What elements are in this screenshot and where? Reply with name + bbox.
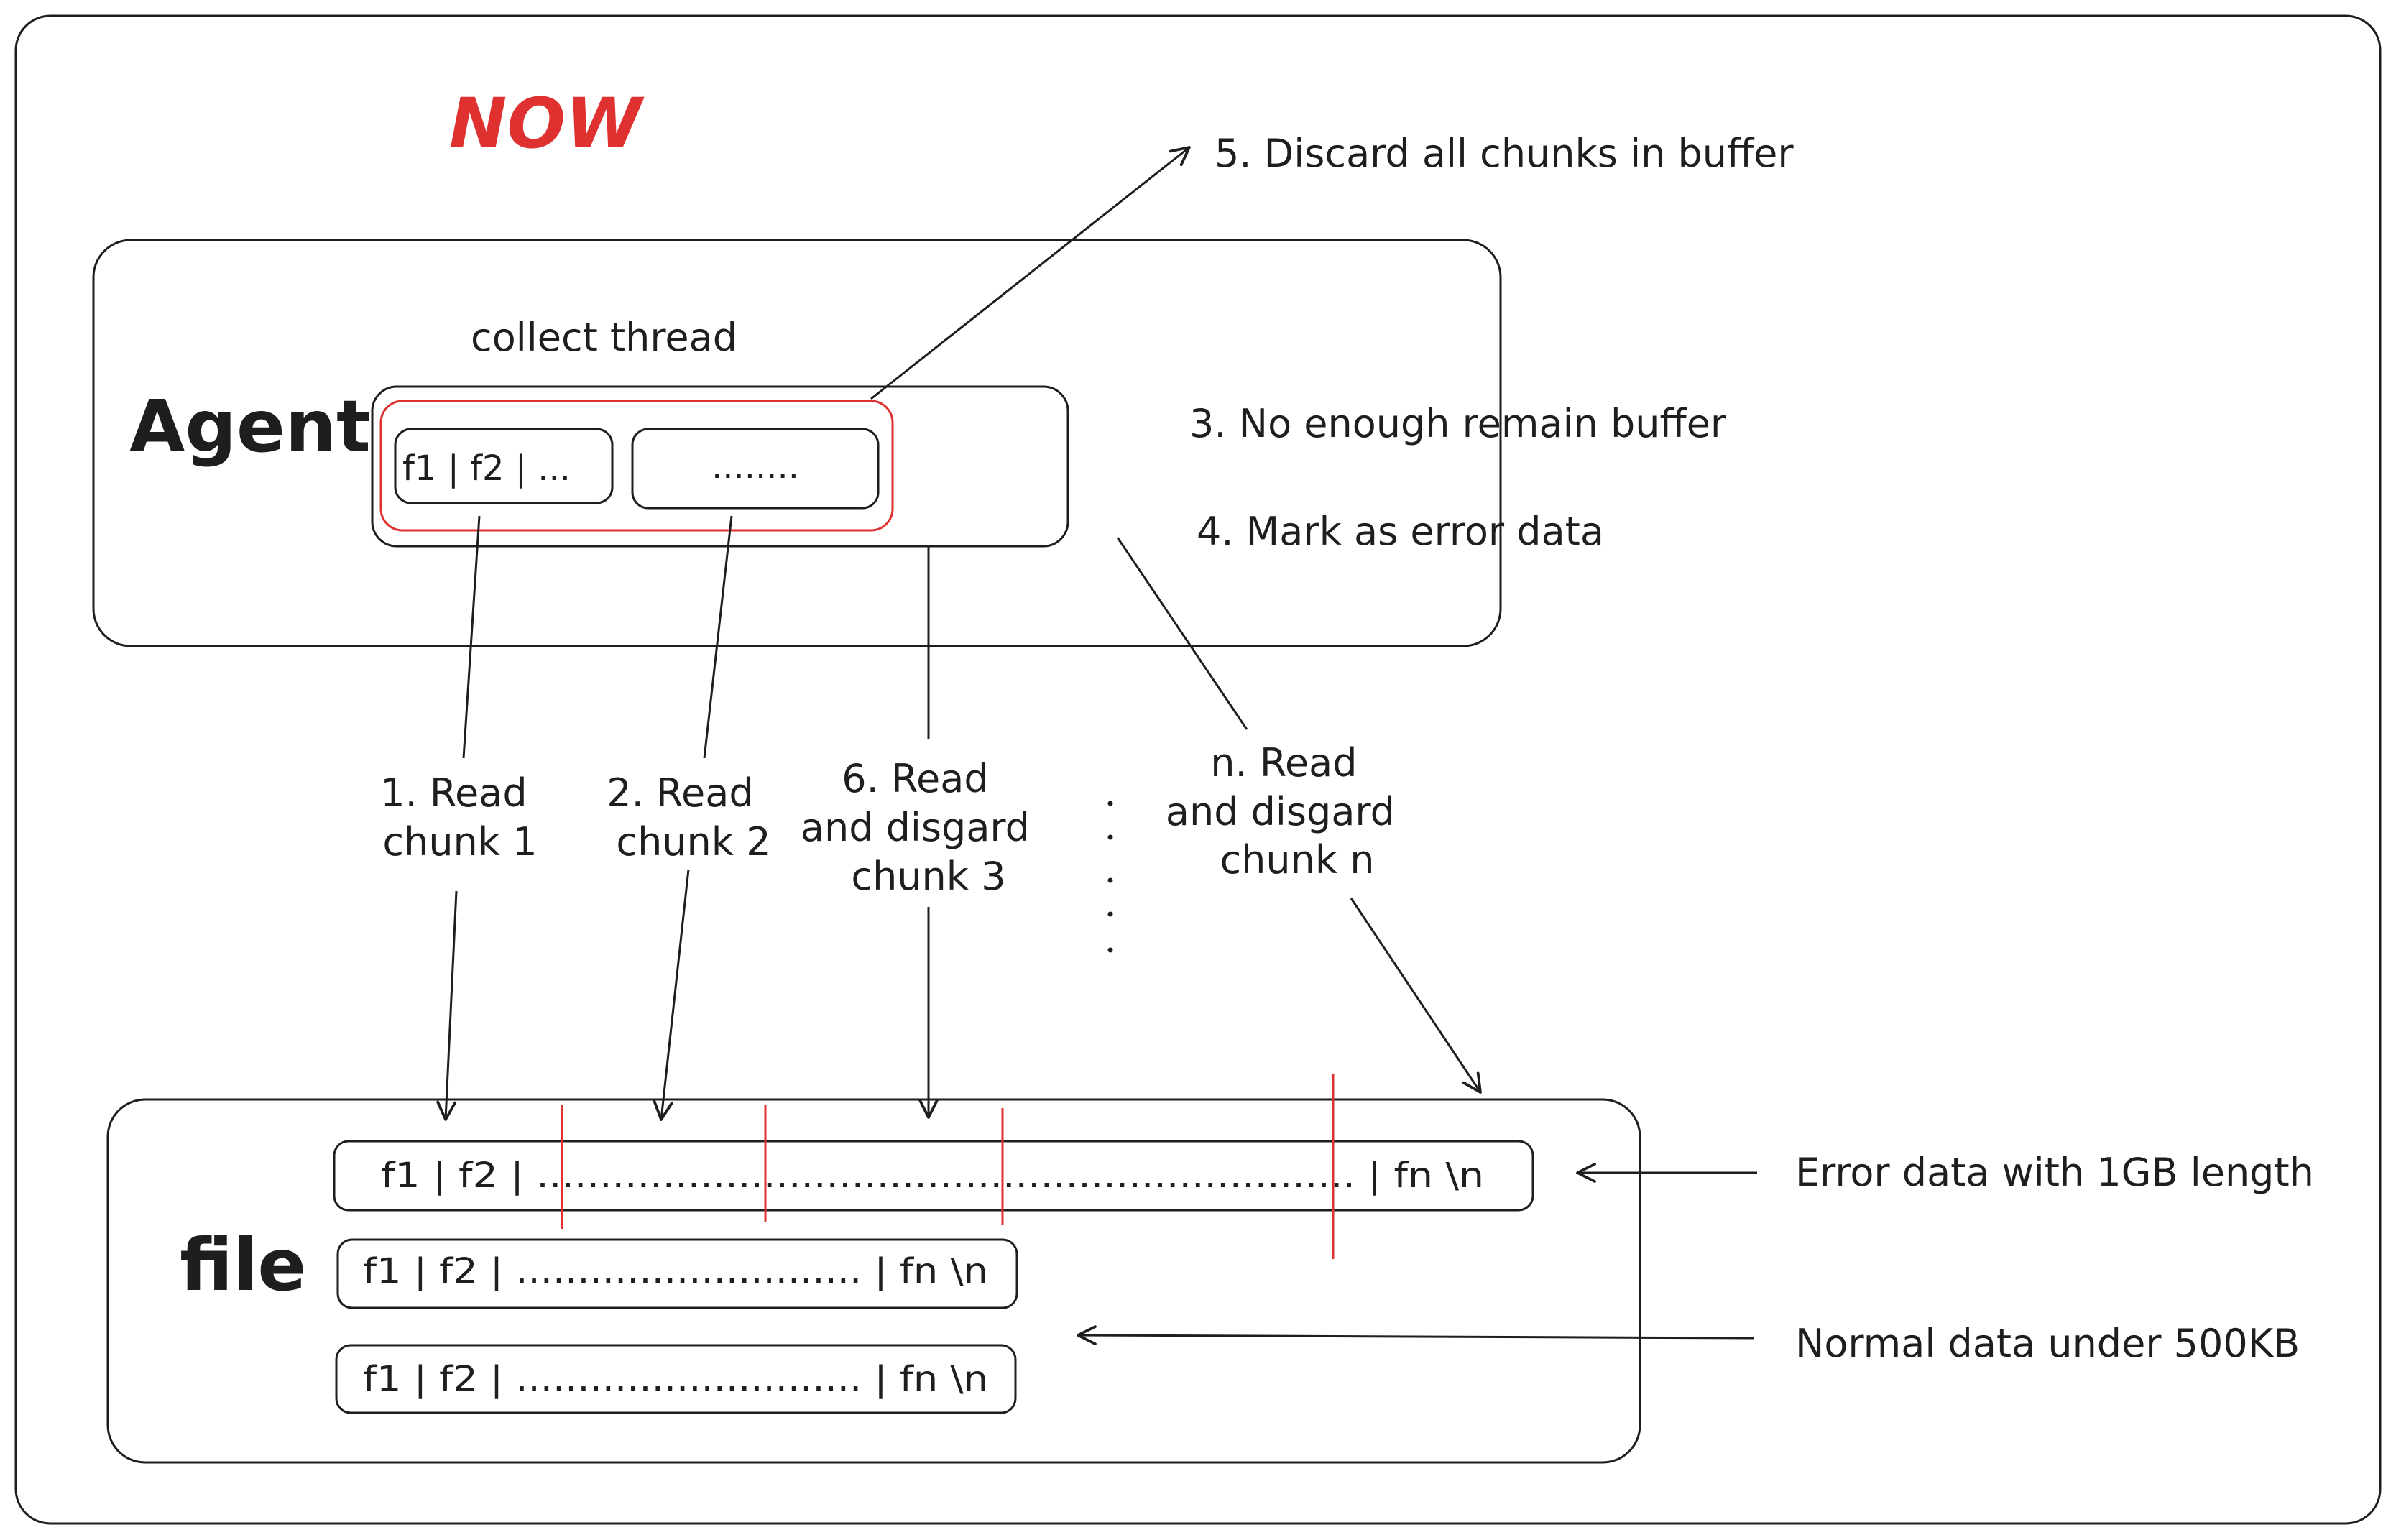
buffer-outline xyxy=(379,400,894,532)
readn-label: n. Read and disgard chunk n xyxy=(1166,740,1407,882)
read2-line2: chunk 2 xyxy=(616,819,770,864)
read6-label: 6. Read and disgard chunk 3 xyxy=(801,756,1042,899)
file-box xyxy=(106,1098,1641,1464)
read1-label: 1. Read chunk 1 xyxy=(380,770,540,864)
read2-label: 2. Read chunk 2 xyxy=(607,770,770,864)
normal-data-arrow xyxy=(1077,1325,1754,1345)
agent-box xyxy=(92,239,1502,647)
file-row-normal-2-text: f1 | f2 | ............................ |… xyxy=(363,1359,988,1399)
buffer-chunk-1-text: f1 | f2 | ... xyxy=(402,448,571,489)
readn-line2: and disgard xyxy=(1166,789,1395,834)
file-label: file xyxy=(180,1223,306,1307)
error-data-label: Error data with 1GB length xyxy=(1795,1150,2314,1195)
readn-line1: n. Read xyxy=(1210,740,1357,785)
collect-thread-box xyxy=(371,385,1069,548)
read6-line1: 6. Read xyxy=(842,756,988,801)
buffer-chunk-2 xyxy=(631,428,880,510)
readn-arrow xyxy=(1350,898,1482,1094)
chunk-boundaries xyxy=(561,1074,1335,1259)
read1-line1: 1. Read xyxy=(380,770,527,816)
read1-line-top xyxy=(462,515,481,759)
file-row-error xyxy=(333,1140,1534,1212)
collect-thread-label: collect thread xyxy=(471,315,737,360)
agent-label: Agent xyxy=(129,384,371,469)
file-row-normal-1 xyxy=(336,1238,1018,1309)
read2-line1: 2. Read xyxy=(607,770,753,816)
diagram-title: NOW xyxy=(449,83,645,164)
file-row-error-text: f1 | f2 | ..............................… xyxy=(381,1156,1484,1196)
buffer-chunk-2-text: ........ xyxy=(711,446,799,487)
ellipsis-dots xyxy=(1107,801,1113,953)
read2-line-top xyxy=(703,515,733,759)
read2-arrow xyxy=(653,869,690,1121)
read6-line3: chunk 3 xyxy=(851,854,1005,899)
readn-line-top xyxy=(1116,537,1248,730)
discard-arrow xyxy=(870,146,1191,400)
mark-error-step-label: 4. Mark as error data xyxy=(1197,509,1604,554)
readn-line3: chunk n xyxy=(1220,837,1374,882)
read6-line2: and disgard xyxy=(801,805,1030,850)
outer-frame xyxy=(14,14,2382,1525)
read1-arrow xyxy=(436,890,458,1121)
no-buffer-step-label: 3. No enough remain buffer xyxy=(1189,401,1727,446)
buffer-chunk-1 xyxy=(394,428,614,504)
normal-data-label: Normal data under 500KB xyxy=(1795,1321,2300,1366)
discard-step-label: 5. Discard all chunks in buffer xyxy=(1215,131,1794,176)
file-row-normal-2 xyxy=(335,1344,1017,1414)
read1-line2: chunk 1 xyxy=(382,819,537,864)
file-row-normal-1-text: f1 | f2 | ............................ |… xyxy=(363,1251,988,1291)
